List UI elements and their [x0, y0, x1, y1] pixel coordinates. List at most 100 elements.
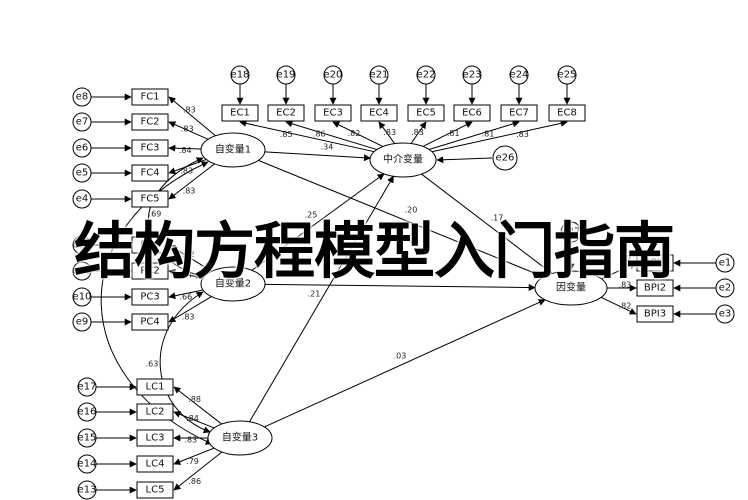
indicator-EC5-box: [407, 104, 445, 122]
error-PC4-circle: [72, 312, 92, 332]
error-EC3: e20: [324, 70, 343, 81]
error-LC5: e13: [78, 485, 97, 496]
error-LC2-circle: [77, 402, 97, 422]
error-FC5: e4: [76, 194, 89, 205]
indicator-EC2: EC2: [276, 108, 296, 119]
indicator-FC4: FC4: [140, 168, 159, 179]
indicator-EC2-box: [267, 104, 305, 122]
loading-label-EC1: .85: [280, 130, 293, 139]
error-PC2: e11: [73, 266, 92, 277]
indicator-PC4-box: [131, 313, 169, 331]
indicator-BPI3-box: [636, 305, 674, 323]
latent-iv3: 自变量3: [222, 431, 258, 444]
indicator-EC1: EC1: [230, 108, 250, 119]
correlation-label-iv2-iv3: .63: [146, 360, 159, 369]
error-PC3-circle: [72, 287, 92, 307]
indicator-EC7: EC7: [509, 108, 529, 119]
path-iv2-mediator-label: .25: [305, 211, 318, 220]
indicator-LC4: LC4: [146, 459, 165, 470]
indicator-EC6: EC6: [462, 108, 482, 119]
error-EC3-circle: [323, 65, 343, 85]
error-BPI2-circle: [715, 278, 735, 298]
error-EC1-circle: [230, 65, 250, 85]
indicator-FC5-box: [131, 190, 169, 208]
loading-FC3: [168, 144, 202, 152]
error-FC1-circle: [72, 87, 92, 107]
loading-label-LC4: .79: [186, 457, 199, 466]
error-LC4: e14: [78, 459, 97, 470]
indicator-FC2: FC2: [140, 117, 159, 128]
error-EC5: e22: [417, 70, 436, 81]
loading-label-EC2: .86: [313, 130, 326, 139]
indicator-LC5: LC5: [146, 485, 165, 496]
error-PC1: e12: [73, 240, 92, 251]
indicator-LC1: LC1: [146, 382, 165, 393]
loading-label-BPI1: .82: [619, 255, 632, 264]
error-FC3-circle: [72, 138, 92, 158]
loading-EC1: [239, 119, 375, 153]
error-dv-circle: [560, 221, 582, 243]
loading-EC5: [410, 121, 427, 144]
indicator-EC3-box: [314, 104, 352, 122]
error-FC1: e8: [76, 92, 89, 103]
latent-mediator-ellipse: [369, 142, 437, 178]
latent-dv-ellipse: [534, 270, 608, 306]
error-FC2-circle: [72, 112, 92, 132]
loading-label-EC3: .82: [348, 129, 361, 138]
loading-label-PC4: .83: [182, 312, 195, 321]
path-iv3-mediator: [249, 175, 394, 423]
indicator-PC1: PC1: [140, 240, 159, 251]
indicator-FC2-box: [131, 113, 169, 131]
path-iv3-dv-label: .03: [394, 352, 407, 361]
correlation-label-iv1-iv2: .69: [149, 210, 162, 219]
error-LC5-circle: [77, 480, 97, 500]
loading-label-EC6: .81: [447, 129, 460, 138]
error-LC3: e15: [78, 433, 97, 444]
indicator-EC3: EC3: [323, 108, 343, 119]
path-mediator-dv: [421, 173, 553, 274]
loading-label-PC2: .84: [179, 270, 192, 279]
latent-mediator: 中介变量: [383, 153, 423, 166]
loading-FC1: [168, 96, 216, 137]
indicator-LC5-box: [136, 481, 174, 499]
diagram-nodes: 自变量1自变量2自变量3中介变量因变量FC1e8FC2e7FC3e6FC4e5F…: [72, 65, 735, 500]
indicator-EC8-box: [548, 104, 586, 122]
error-dv: e27: [562, 227, 581, 238]
indicator-BPI1: BPI1: [644, 258, 666, 269]
indicator-BPI1-box: [636, 254, 674, 272]
error-BPI3: e3: [719, 309, 732, 320]
loading-label-LC5: .86: [188, 477, 201, 486]
error-EC7: e24: [510, 70, 529, 81]
error-path-mediator: [436, 156, 493, 164]
error-EC6: e23: [463, 70, 482, 81]
error-LC1: e17: [78, 382, 97, 393]
indicator-EC8: EC8: [557, 108, 577, 119]
loading-label-FC4: .83: [180, 167, 193, 176]
indicator-BPI2-box: [636, 279, 674, 297]
loading-EC2: [285, 120, 378, 151]
loading-label-BPI2: .83: [619, 281, 632, 290]
loading-label-PC3: .66: [179, 293, 192, 302]
error-PC4: e9: [76, 317, 89, 328]
loading-EC3: [332, 121, 384, 147]
indicator-EC1-box: [221, 104, 259, 122]
error-LC2: e16: [78, 407, 97, 418]
error-EC4: e21: [370, 70, 389, 81]
loading-FC2: [168, 121, 209, 140]
error-FC2: e7: [76, 117, 89, 128]
indicator-FC1: FC1: [140, 92, 159, 103]
loading-label-FC1: .83: [183, 105, 196, 114]
loading-EC8: [431, 119, 568, 153]
loading-label-EC7: .81: [482, 130, 495, 139]
indicator-PC3: PC3: [140, 292, 159, 303]
path-iv2-dv: [264, 283, 536, 291]
error-mediator-circle: [492, 145, 518, 171]
error-EC6-circle: [462, 65, 482, 85]
error-PC1-circle: [72, 235, 92, 255]
path-iv1-dv-label: .20: [405, 206, 418, 215]
indicator-EC4: EC4: [369, 108, 389, 119]
path-iv1-dv: [258, 159, 545, 278]
error-BPI2: e2: [719, 283, 732, 294]
error-LC3-circle: [77, 428, 97, 448]
